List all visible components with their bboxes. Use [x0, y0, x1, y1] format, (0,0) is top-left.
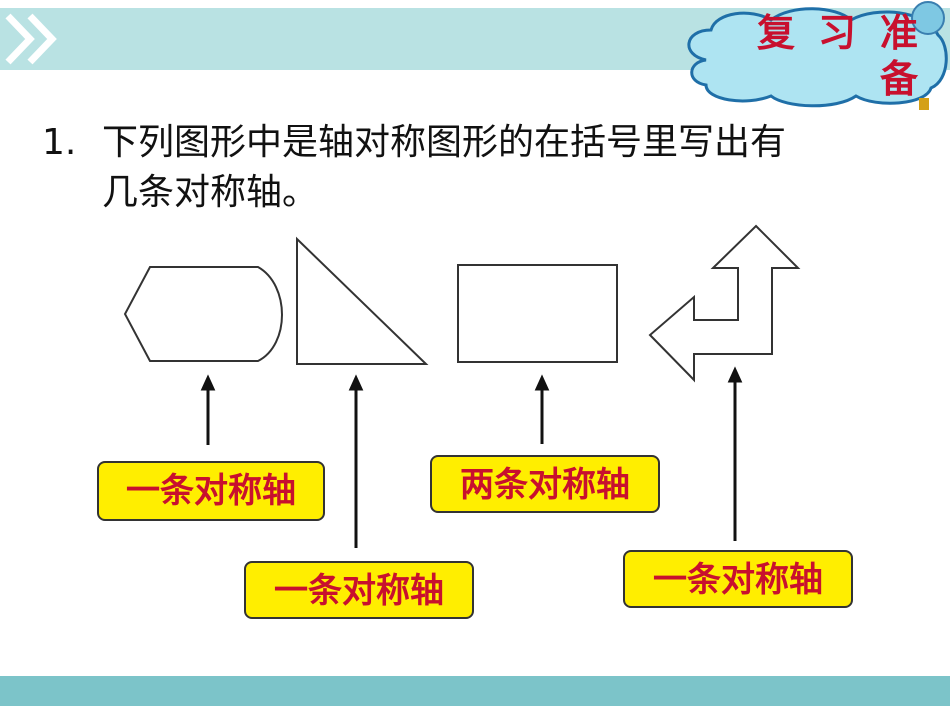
hexagon-shape [123, 266, 283, 362]
question-line-2: 几条对称轴。 [102, 172, 319, 213]
chevron-icon [5, 13, 57, 65]
question-line-1: 下列图形中是轴对称图形的在括号里写出有 [102, 122, 787, 163]
answer-label-arrow-shape: 一条对称轴 [623, 550, 853, 608]
badge-char-3: 准 [880, 10, 919, 55]
pointer-arrow-1 [200, 374, 216, 445]
pointer-arrow-4 [727, 366, 743, 541]
answer-label-hexagon: 一条对称轴 [97, 461, 325, 521]
arrow-shape [648, 224, 801, 383]
triangle-shape [296, 236, 429, 365]
badge-char-2: 习 [818, 10, 857, 55]
answer-label-triangle: 一条对称轴 [244, 561, 474, 619]
rectangle-shape [457, 264, 618, 363]
answer-label-rectangle: 两条对称轴 [430, 455, 660, 513]
bottom-banner [0, 676, 950, 706]
question-text: 1. 下列图形中是轴对称图形的在括号里写出有 几条对称轴。 [42, 118, 922, 218]
question-number: 1. [42, 122, 77, 163]
cloud-badge-icon [687, 1, 948, 110]
pointer-arrow-3 [534, 374, 550, 444]
pointer-arrow-2 [348, 374, 364, 548]
badge-char-4: 备 [880, 56, 919, 101]
badge-char-1: 复 [757, 10, 796, 55]
